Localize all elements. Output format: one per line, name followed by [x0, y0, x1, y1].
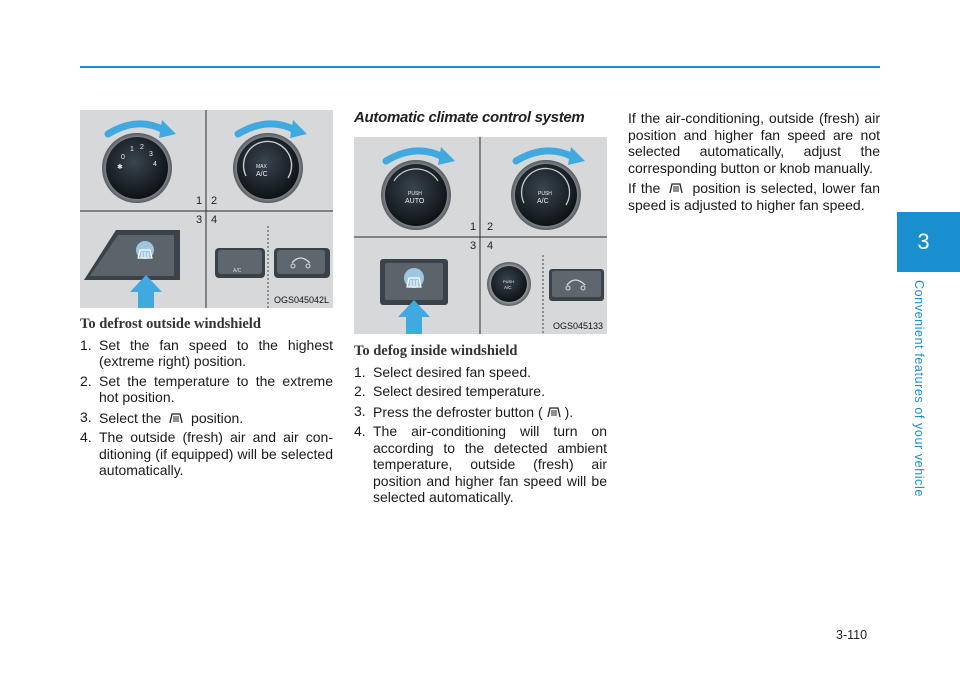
figure-code: OGS045133: [552, 321, 603, 331]
defrost-lever: [84, 230, 180, 280]
defrost-icon: [667, 179, 685, 195]
top-rule: [80, 66, 880, 68]
svg-text:MAX: MAX: [256, 164, 268, 170]
figure-manual-controls: 1 2 3 4 0 1 2 3 4 ✱ MAX A/C: [80, 110, 333, 308]
svg-text:0: 0: [121, 154, 125, 161]
defrost-icon: [404, 268, 424, 288]
svg-text:A/C: A/C: [256, 171, 268, 178]
page-number: 3-110: [836, 628, 868, 642]
list-item: 3.Select the position.: [80, 408, 244, 426]
quadrant-label-4: 4: [487, 240, 493, 252]
arrow-curved-icon: [234, 120, 307, 138]
quadrant-label-2: 2: [211, 195, 217, 207]
svg-text:PUSH: PUSH: [408, 191, 422, 197]
temperature-knob: MAX A/C: [233, 133, 303, 203]
quadrant-label-3: 3: [470, 240, 476, 252]
recirculation-icon: [290, 257, 311, 269]
chapter-tab: 3: [897, 212, 960, 272]
svg-text:A/C: A/C: [233, 268, 242, 274]
arrow-curved-icon: [512, 147, 585, 165]
svg-text:1: 1: [130, 146, 134, 153]
arrow-up-icon: [130, 275, 162, 308]
defrost-icon: [136, 241, 154, 259]
quadrant-label-1: 1: [470, 221, 476, 233]
section-heading: To defrost outside windshield: [80, 316, 261, 332]
list-item: 3.Press the defroster button ().: [354, 402, 574, 420]
quadrant-label-3: 3: [196, 214, 202, 226]
figure-code: OGS045042L: [273, 295, 329, 305]
svg-text:PUSH: PUSH: [538, 191, 552, 197]
list-item: 4.The air-conditioning will turn on acco…: [354, 423, 607, 505]
recirculation-button: [549, 269, 604, 301]
defrost-icon: [167, 409, 185, 425]
list-item: 1.Set the fan speed to the highest (extr…: [80, 336, 333, 370]
defrost-icon: [545, 403, 563, 419]
right-column: If the air-conditioning, outside (fresh)…: [628, 110, 880, 216]
arrow-curved-icon: [104, 120, 176, 138]
left-column: To defrost outside windshield 1.Set the …: [80, 316, 333, 482]
svg-text:3: 3: [149, 151, 153, 158]
recirculation-button: [274, 248, 330, 278]
list-item: 2.Select desired temperature.: [354, 383, 545, 399]
fan-speed-knob: 0 1 2 3 4 ✱: [102, 133, 172, 203]
list-item: 1.Select desired fan speed.: [354, 363, 531, 380]
paragraph: If the position is selected, lower fan s…: [628, 179, 880, 213]
middle-column: To defog inside windshield 1.Select desi…: [354, 343, 607, 509]
small-ac-knob: PUSH A/C: [487, 262, 531, 306]
chapter-title: Convenient features of your vehicle: [912, 280, 926, 497]
arrow-curved-icon: [382, 147, 455, 165]
ac-knob: PUSH A/C: [511, 160, 581, 230]
arrow-up-icon: [398, 300, 430, 334]
ac-button: A/C: [215, 248, 265, 278]
figure-automatic-controls: 1 2 3 4 PUSH AUTO PUSH A/C: [354, 137, 607, 334]
paragraph: If the air-conditioning, outside (fresh)…: [628, 110, 880, 176]
list-item: 4.The outside (fresh) air and air con­di…: [80, 429, 333, 478]
svg-text:4: 4: [153, 161, 157, 168]
svg-text:A/C: A/C: [504, 285, 512, 290]
svg-text:A/C: A/C: [537, 198, 549, 205]
quadrant-label-4: 4: [211, 214, 217, 226]
auto-knob: PUSH AUTO: [381, 160, 451, 230]
section-title: Automatic climate control system: [354, 109, 585, 126]
quadrant-label-2: 2: [487, 221, 493, 233]
defrost-button: [380, 259, 448, 305]
svg-text:✱: ✱: [117, 163, 123, 171]
svg-text:2: 2: [140, 144, 144, 151]
recirculation-icon: [565, 279, 586, 291]
list-item: 2.Set the temperature to the extreme hot…: [80, 372, 333, 406]
svg-text:AUTO: AUTO: [405, 198, 425, 205]
section-heading: To defog inside windshield: [354, 343, 518, 359]
quadrant-label-1: 1: [196, 195, 202, 207]
svg-text:PUSH: PUSH: [503, 279, 514, 284]
